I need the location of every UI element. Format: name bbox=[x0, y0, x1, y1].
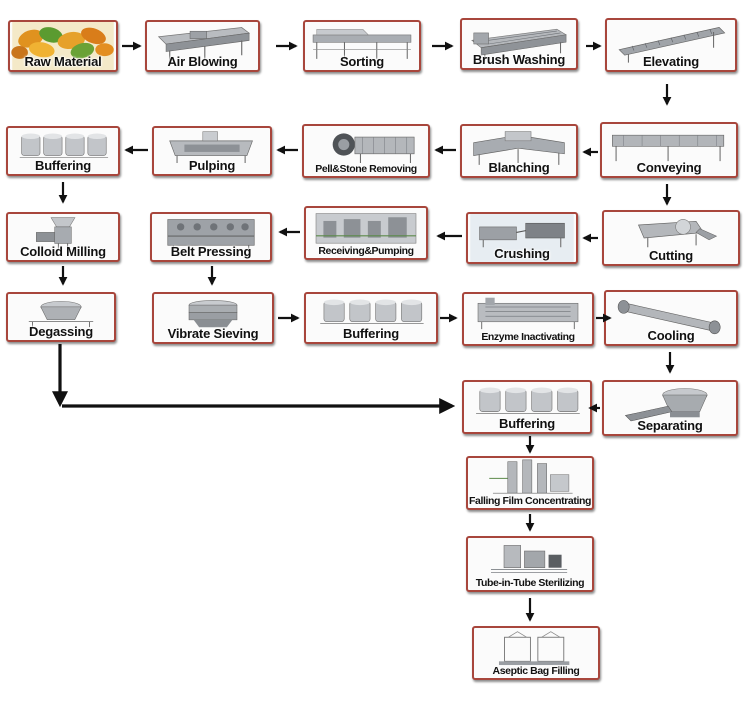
step-conveying: Conveying bbox=[600, 122, 738, 178]
step-colloid-milling: Colloid Milling bbox=[6, 212, 120, 262]
brush-washer-icon bbox=[471, 28, 568, 61]
step-label: Belt Pressing bbox=[170, 244, 252, 259]
tube-sterilizer-icon bbox=[491, 545, 568, 573]
step-label: Brush Washing bbox=[472, 52, 566, 67]
step-label: Colloid Milling bbox=[20, 244, 106, 259]
step-label: Air Blowing bbox=[167, 54, 238, 69]
step-label: Raw Material bbox=[24, 54, 102, 69]
sorting-conveyor-icon bbox=[312, 29, 412, 59]
step-label: Blanching bbox=[488, 160, 550, 175]
step-brush-washing: Brush Washing bbox=[460, 18, 578, 70]
belt-press-icon bbox=[167, 219, 255, 251]
colloid-mill-icon bbox=[36, 217, 76, 249]
step-degassing: Degassing bbox=[6, 292, 116, 342]
aseptic-filler-icon bbox=[498, 631, 570, 666]
buffer-tanks-icon bbox=[19, 133, 109, 158]
step-label: Separating bbox=[637, 418, 703, 433]
step-air-blowing: Air Blowing bbox=[145, 20, 260, 72]
step-label: Elevating bbox=[643, 54, 699, 69]
step-buffering-1: Buffering bbox=[6, 126, 120, 176]
step-label: Sorting bbox=[339, 54, 385, 69]
tube-cooler-icon bbox=[617, 300, 721, 335]
step-label: Tube-in-Tube Sterilizing bbox=[475, 577, 585, 589]
step-label: Cooling bbox=[647, 328, 695, 343]
step-elevating: Elevating bbox=[605, 18, 737, 72]
step-label: Buffering bbox=[35, 158, 91, 173]
step-label: Buffering bbox=[499, 416, 555, 431]
step-label: Crushing bbox=[494, 246, 550, 261]
step-belt-pressing: Belt Pressing bbox=[150, 212, 272, 262]
degasser-icon bbox=[28, 301, 94, 328]
step-label: Cutting bbox=[648, 248, 694, 263]
step-label: Pulping bbox=[188, 158, 236, 173]
enzyme-inactivator-icon bbox=[477, 297, 579, 330]
step-blanching: Blanching bbox=[460, 124, 578, 178]
air-blower-machine-icon bbox=[157, 27, 251, 61]
blancher-icon bbox=[473, 131, 565, 165]
step-tube-in-tube-sterilizing: Tube-in-Tube Sterilizing bbox=[466, 536, 594, 592]
step-label: Falling Film Concentrating bbox=[468, 495, 592, 507]
step-crushing: Crushing bbox=[466, 212, 578, 264]
step-enzyme-inactivating: Enzyme Inactivating bbox=[462, 292, 594, 346]
step-label: Degassing bbox=[29, 324, 93, 339]
step-buffering-3: Buffering bbox=[462, 380, 592, 434]
step-label: Buffering bbox=[343, 326, 399, 341]
pell-stone-remover-icon bbox=[332, 133, 415, 164]
mango-photo bbox=[11, 22, 114, 70]
step-sorting: Sorting bbox=[303, 20, 421, 72]
step-label: Aseptic Bag Filling bbox=[492, 665, 580, 677]
step-label: Enzyme Inactivating bbox=[481, 331, 575, 343]
step-cooling: Cooling bbox=[604, 290, 738, 346]
step-label: Conveying bbox=[636, 160, 702, 175]
step-label: Receiving&Pumping bbox=[318, 245, 414, 257]
elevator-conveyor-icon bbox=[618, 27, 726, 63]
vibrating-sieve-icon bbox=[188, 300, 238, 328]
receiving-pump-icon bbox=[315, 213, 417, 244]
conveyor-icon bbox=[612, 134, 725, 162]
step-receiving-pumping: Receiving&Pumping bbox=[304, 206, 428, 260]
step-falling-film-concentrating: Falling Film Concentrating bbox=[466, 456, 594, 510]
falling-film-evaporator-icon bbox=[489, 459, 573, 494]
step-vibrate-sieving: Vibrate Sieving bbox=[152, 292, 274, 344]
step-aseptic-bag-filling: Aseptic Bag Filling bbox=[472, 626, 600, 680]
step-buffering-2: Buffering bbox=[304, 292, 438, 344]
step-label: Pell&Stone Removing bbox=[315, 163, 417, 175]
step-separating: Separating bbox=[602, 380, 738, 436]
step-pulping: Pulping bbox=[152, 126, 272, 176]
pulping-machine-icon bbox=[169, 131, 253, 163]
crusher-icon bbox=[470, 214, 574, 262]
buffer-tanks-icon bbox=[320, 299, 424, 324]
separator-icon bbox=[624, 388, 708, 422]
buffer-tanks-icon bbox=[476, 387, 580, 414]
step-label: Vibrate Sieving bbox=[167, 326, 259, 341]
step-pell-stone-removing: Pell&Stone Removing bbox=[302, 124, 430, 178]
step-raw-material: Raw Material bbox=[8, 20, 118, 72]
step-cutting: Cutting bbox=[602, 210, 740, 266]
cutter-icon bbox=[638, 219, 718, 248]
